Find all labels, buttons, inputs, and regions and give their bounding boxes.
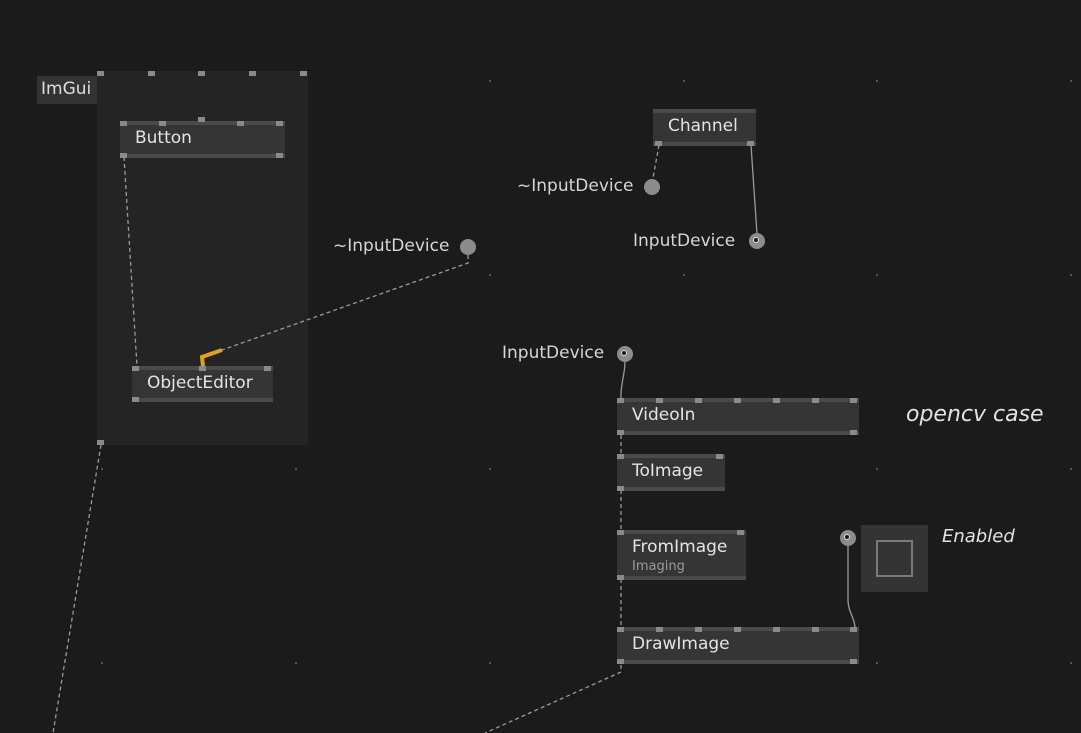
opencv-case-comment[interactable]: opencv case xyxy=(906,402,1044,427)
inputdevice-label: ~InputDevice xyxy=(517,176,634,196)
node-title: VideoIn xyxy=(632,405,696,425)
pin-icon[interactable] xyxy=(276,121,283,126)
inputdevice-pin[interactable] xyxy=(644,179,660,195)
inputdevice-pin[interactable] xyxy=(749,233,765,249)
inputdevice-label: ~InputDevice xyxy=(333,236,450,256)
square-toggle-icon xyxy=(876,540,913,577)
pin-icon[interactable] xyxy=(120,153,127,158)
grid-dot xyxy=(876,662,878,664)
pin-icon[interactable] xyxy=(617,454,624,459)
node-title: DrawImage xyxy=(632,634,730,654)
pin-icon[interactable] xyxy=(656,398,663,403)
pin-icon[interactable] xyxy=(812,627,819,632)
fromimage-node[interactable]: FromImage Imaging xyxy=(617,530,746,580)
pin-icon[interactable] xyxy=(656,627,663,632)
pin-icon[interactable] xyxy=(617,659,624,664)
imgui-region-label[interactable]: ImGui xyxy=(37,76,97,104)
grid-dot xyxy=(489,468,491,470)
node-title: ToImage xyxy=(632,461,704,481)
grid-dot xyxy=(295,662,297,664)
region-pin[interactable] xyxy=(249,71,256,76)
pin-icon[interactable] xyxy=(617,575,624,580)
pin-icon[interactable] xyxy=(695,398,702,403)
grid-dot xyxy=(683,274,685,276)
node-title: Button xyxy=(135,128,192,148)
pin-icon[interactable] xyxy=(812,398,819,403)
grid-dot xyxy=(1070,80,1072,82)
pin-icon[interactable] xyxy=(617,430,624,435)
pin-icon[interactable] xyxy=(850,659,857,664)
grid-dot xyxy=(489,80,491,82)
node-title: FromImage xyxy=(632,537,728,557)
region-pin[interactable] xyxy=(97,71,104,76)
grid-dot xyxy=(683,80,685,82)
grid-dot xyxy=(1070,662,1072,664)
pin-icon[interactable] xyxy=(617,486,624,491)
videoin-node[interactable]: VideoIn xyxy=(617,398,859,435)
grid-dot xyxy=(295,468,297,470)
pin-icon[interactable] xyxy=(734,627,741,632)
enabled-toggle[interactable] xyxy=(861,525,928,592)
pin-icon[interactable] xyxy=(276,153,283,158)
pin-icon[interactable] xyxy=(120,121,127,126)
pin-icon[interactable] xyxy=(850,627,857,632)
grid-dot xyxy=(101,662,103,664)
pin-icon[interactable] xyxy=(617,530,624,535)
pin-icon[interactable] xyxy=(695,627,702,632)
inputdevice-pin[interactable] xyxy=(617,346,633,362)
button-node[interactable]: Button xyxy=(120,121,285,158)
pin-icon[interactable] xyxy=(850,430,857,435)
node-title: ObjectEditor xyxy=(147,373,253,393)
grid-dot xyxy=(876,468,878,470)
node-subtitle: Imaging xyxy=(632,559,685,574)
grid-dot xyxy=(489,274,491,276)
pin-icon[interactable] xyxy=(773,627,780,632)
region-pin[interactable] xyxy=(97,440,104,445)
grid-dot xyxy=(876,274,878,276)
channel-node[interactable]: Channel xyxy=(653,109,756,146)
grid-dot xyxy=(1070,274,1072,276)
pin-icon[interactable] xyxy=(747,141,754,146)
pin-icon[interactable] xyxy=(655,141,662,146)
region-pin[interactable] xyxy=(148,71,155,76)
grid-dot xyxy=(1070,468,1072,470)
pin-icon[interactable] xyxy=(734,398,741,403)
pin-icon[interactable] xyxy=(617,398,624,403)
inputdevice-pin[interactable] xyxy=(460,239,476,255)
grid-dot xyxy=(101,468,103,470)
pin-icon[interactable] xyxy=(198,117,205,122)
grid-dot xyxy=(876,80,878,82)
pin-icon[interactable] xyxy=(132,366,139,371)
enabled-label: Enabled xyxy=(942,526,1015,547)
inputdevice-label: InputDevice xyxy=(502,343,605,363)
node-title: Channel xyxy=(668,116,738,136)
objecteditor-node[interactable]: ObjectEditor xyxy=(132,366,273,402)
pin-icon[interactable] xyxy=(264,366,271,371)
toggle-input-pin[interactable] xyxy=(840,530,856,546)
region-pin[interactable] xyxy=(198,71,205,76)
inputdevice-label: InputDevice xyxy=(633,231,736,251)
pin-icon[interactable] xyxy=(737,530,744,535)
pin-icon[interactable] xyxy=(850,398,857,403)
pin-icon[interactable] xyxy=(773,398,780,403)
pin-icon[interactable] xyxy=(132,397,139,402)
pin-icon[interactable] xyxy=(199,366,206,371)
pin-icon[interactable] xyxy=(159,121,166,126)
pin-icon[interactable] xyxy=(716,454,723,459)
grid-dot xyxy=(489,662,491,664)
pin-icon[interactable] xyxy=(237,121,244,126)
region-pin[interactable] xyxy=(300,71,307,76)
toimage-node[interactable]: ToImage xyxy=(617,454,725,491)
drawimage-node[interactable]: DrawImage xyxy=(617,627,859,664)
pin-icon[interactable] xyxy=(617,627,624,632)
